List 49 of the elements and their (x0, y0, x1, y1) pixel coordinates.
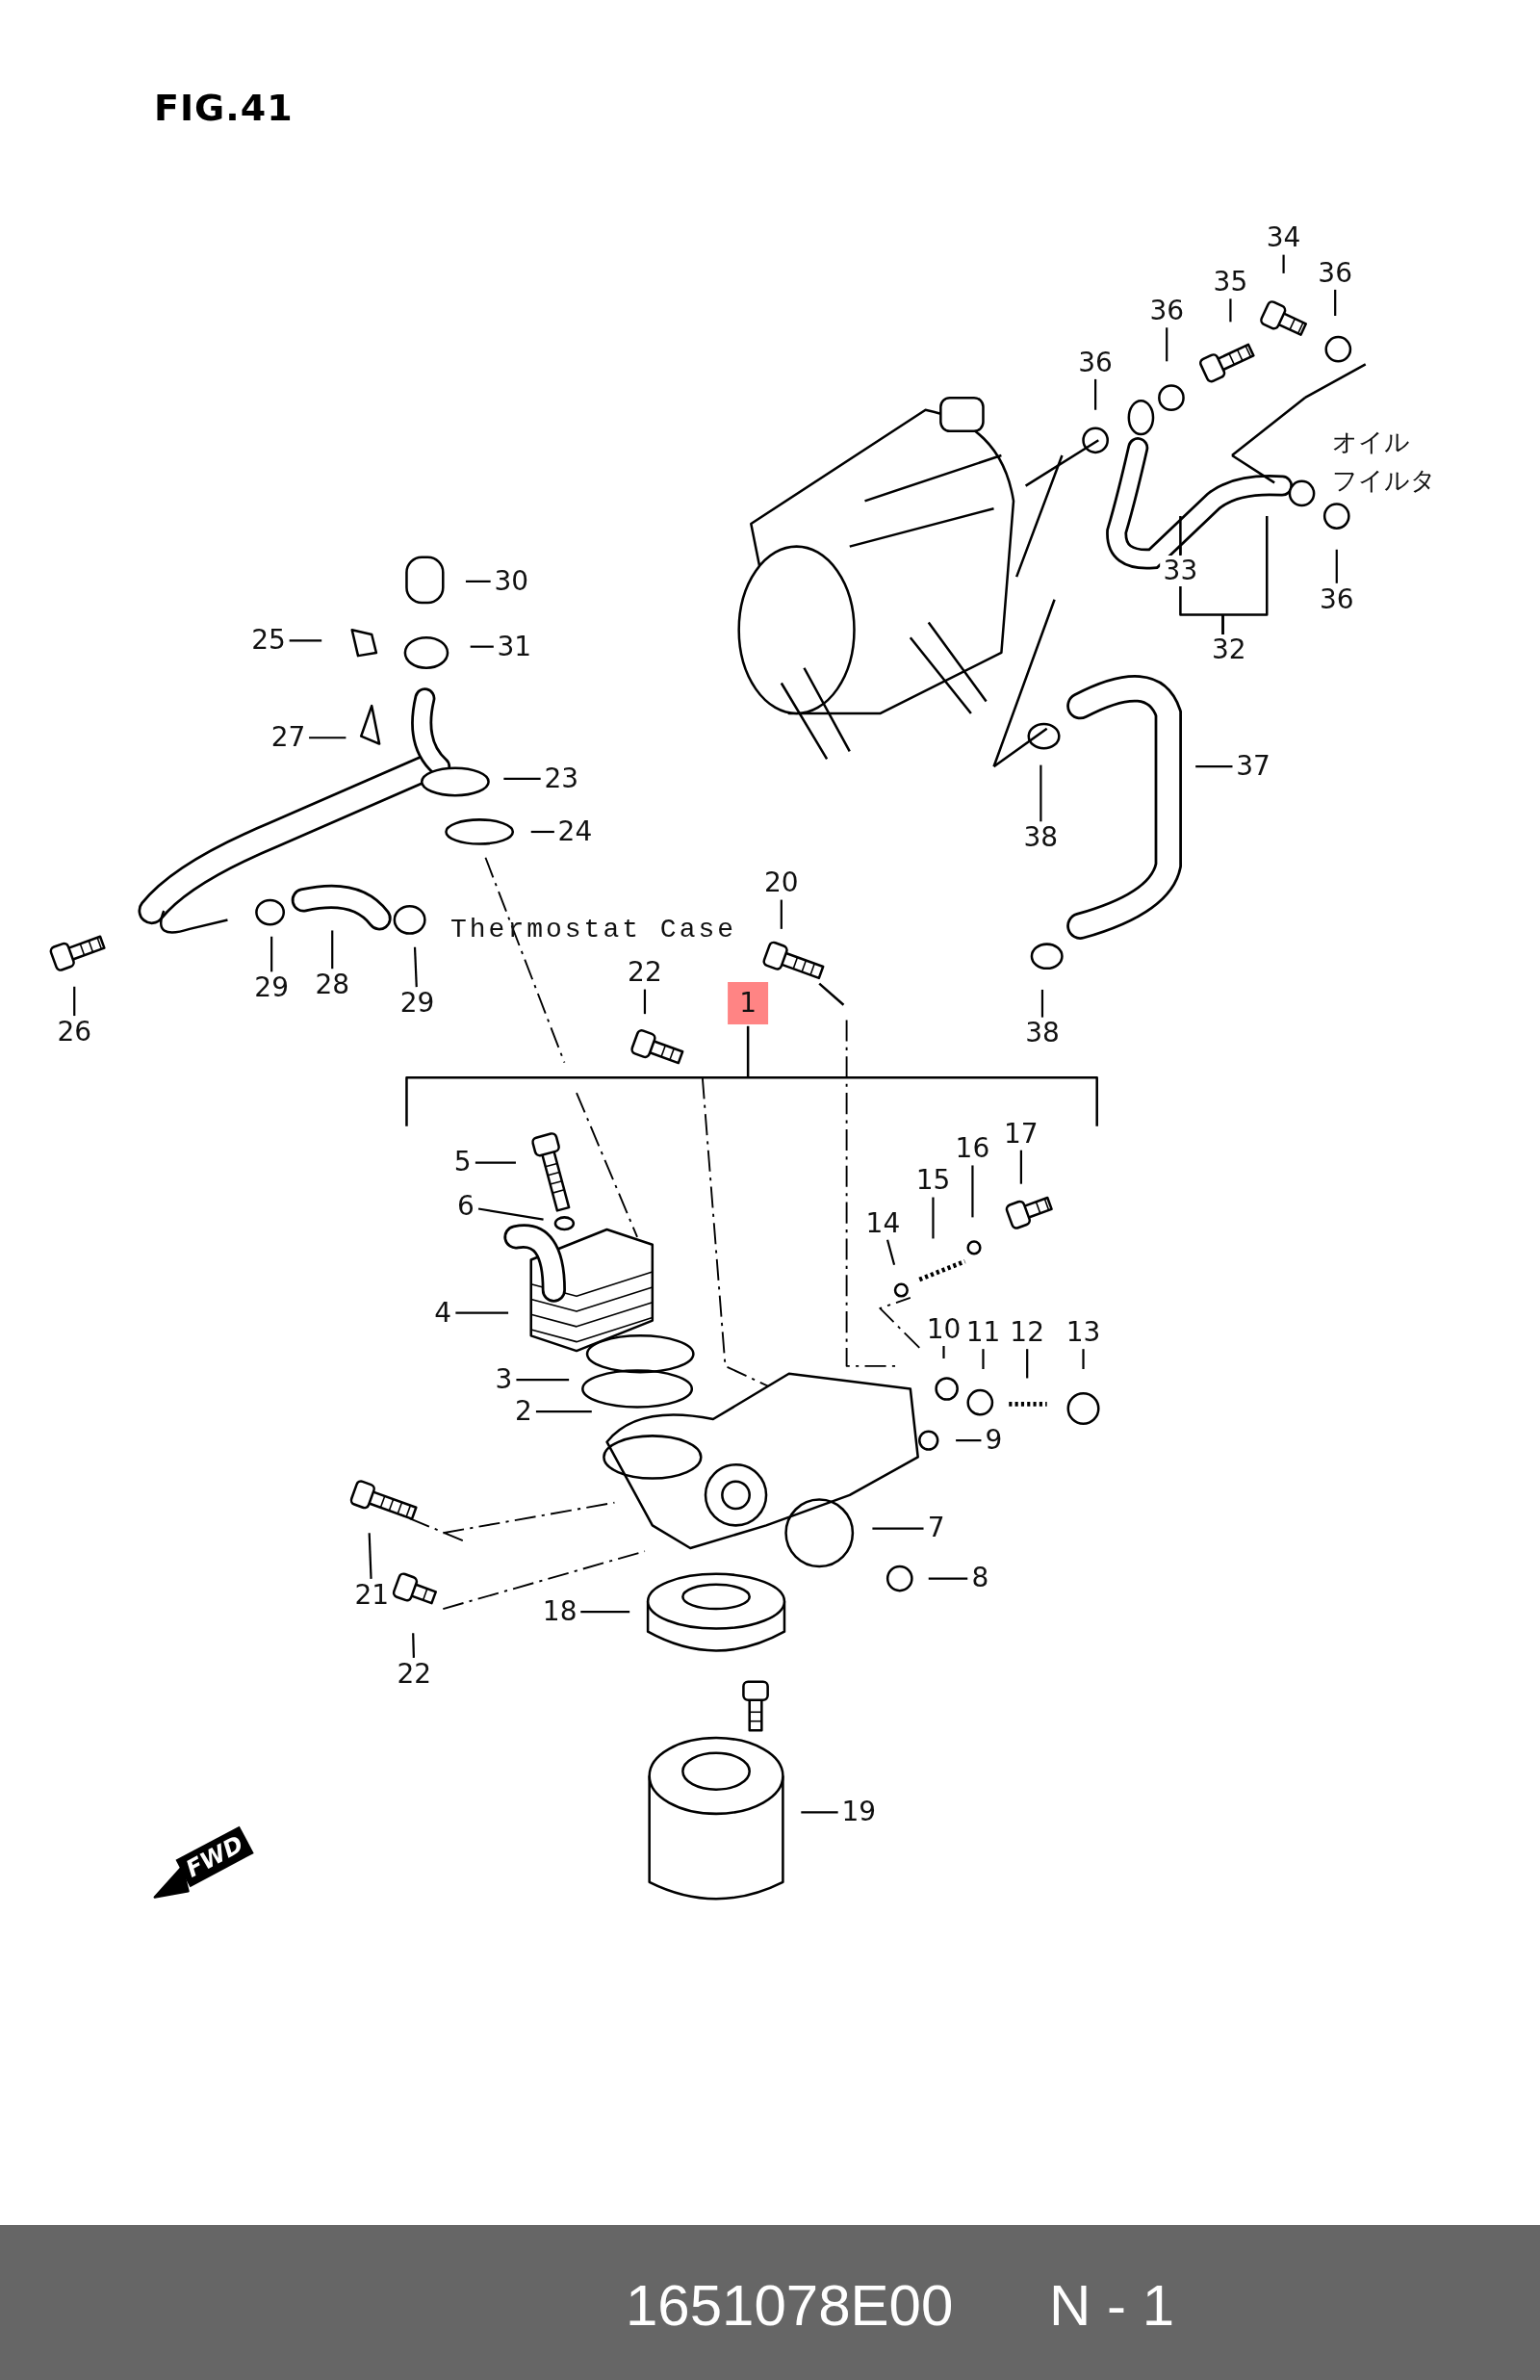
leader-line (580, 1611, 630, 1614)
leader-line (942, 1346, 945, 1358)
leader-line (1282, 254, 1285, 273)
leader-line (73, 986, 76, 1017)
leader-line (1335, 549, 1338, 583)
leader-line (1040, 764, 1042, 822)
leader-line (289, 639, 322, 642)
leader-line (780, 899, 783, 929)
part-label: フイルタ (1332, 465, 1436, 497)
leader-line (465, 580, 491, 582)
callout-number: 1 (728, 981, 769, 1024)
part-number-text: N - 1 (1049, 2272, 1175, 2340)
leader-line (801, 1811, 838, 1814)
leader-line (412, 1633, 415, 1658)
leader-line (368, 1533, 372, 1579)
leader-line (503, 777, 541, 780)
leader-line (470, 645, 494, 648)
leader-line (1334, 289, 1337, 316)
leader-line (956, 1439, 982, 1442)
leader-line (643, 989, 647, 1015)
leader-line (1040, 989, 1044, 1018)
leader-line (270, 936, 273, 972)
leader-line (1019, 1150, 1022, 1184)
leader-line (1179, 546, 1182, 555)
leader-line (1082, 1349, 1085, 1369)
part-number-text: 1651078E00 (626, 2272, 954, 2340)
leader-line (932, 1197, 935, 1239)
leader-line (1195, 765, 1233, 768)
part-label: Thermostat Case (450, 915, 737, 944)
leader-line (455, 1311, 509, 1314)
leader-line (1094, 378, 1097, 410)
leader-line (982, 1349, 985, 1369)
leader-line (886, 1239, 896, 1266)
leader-line (331, 930, 334, 970)
leader-line (1229, 298, 1232, 323)
figure-title: FIG.41 (154, 87, 294, 129)
leader-line (971, 1165, 974, 1218)
leader-line (309, 737, 346, 739)
leader-line (475, 1161, 516, 1164)
leader-line (413, 946, 418, 988)
leader-line (1166, 327, 1168, 362)
leader-line (516, 1378, 570, 1382)
leader-line (1026, 1349, 1029, 1379)
part-label: オイル (1332, 427, 1410, 458)
leader-line (872, 1527, 924, 1530)
leader-line (530, 830, 554, 834)
leader-line (928, 1577, 968, 1580)
leader-line (535, 1410, 592, 1413)
leader-line (477, 1207, 544, 1221)
